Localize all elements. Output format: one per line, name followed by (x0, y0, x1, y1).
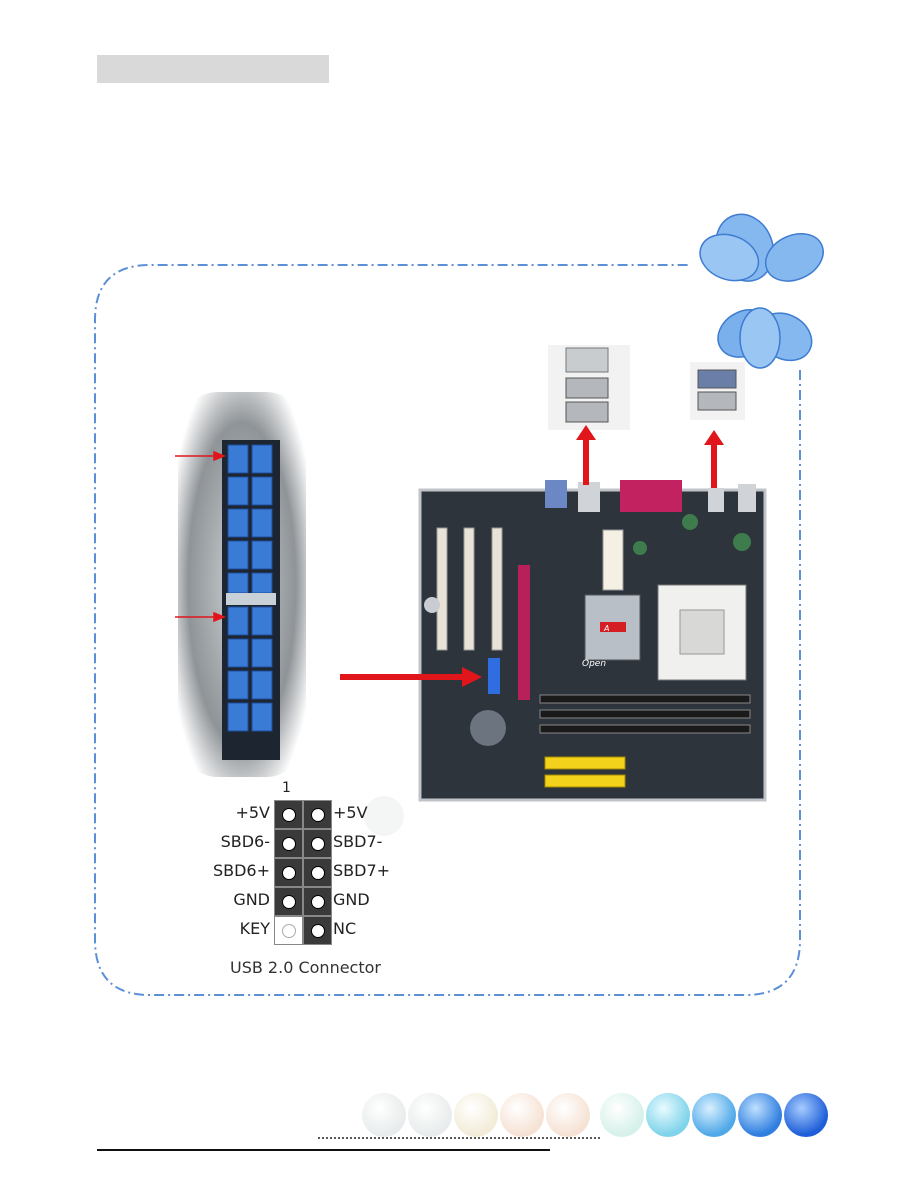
pin-dot-icon (282, 924, 296, 938)
pin-left-label: GND (233, 890, 270, 909)
pin-left-label: SBD6- (220, 832, 270, 851)
pin-cell (274, 858, 303, 887)
pin-cell (274, 829, 303, 858)
pin-dot-icon (282, 837, 296, 851)
rear-usb-port-photo-right (690, 362, 745, 420)
pin-right-label: SBD7+ (333, 861, 391, 880)
usb-header-closeup (178, 392, 306, 777)
rear-usb-port-photo-left (548, 345, 630, 430)
pin-dot-icon (311, 808, 325, 822)
decorative-orb-row (364, 796, 404, 836)
pin-cell (303, 858, 332, 887)
pin-cell-key (274, 916, 303, 945)
pin-left-label: +5V (235, 803, 270, 822)
pin-dot-icon (282, 895, 296, 909)
pin-dot-icon (311, 895, 325, 909)
usb-pinout-diagram: 1 +5V +5V SBD6- SBD7- SBD6+ SBD7+ GND GN… (200, 780, 440, 1000)
pin-cell (274, 800, 303, 829)
pin-cell (303, 829, 332, 858)
pin-dot-icon (311, 924, 325, 938)
pin-cell (303, 916, 332, 945)
pin-dot-icon (311, 837, 325, 851)
pin-right-label: GND (333, 890, 370, 909)
pin-dot-icon (282, 808, 296, 822)
pin-cell (303, 887, 332, 916)
pin-right-label: NC (333, 919, 357, 938)
svg-text:A: A (603, 624, 609, 633)
pin-cell (274, 887, 303, 916)
pin-dot-icon (311, 866, 325, 880)
pin-cell (303, 800, 332, 829)
pin-left-label: KEY (239, 919, 270, 938)
motherboard-photo: A Open (418, 480, 767, 802)
usb-location-arrows (340, 425, 724, 687)
section-title-bar (97, 55, 329, 83)
pin-one-label: 1 (282, 780, 291, 796)
pinout-caption: USB 2.0 Connector (230, 958, 381, 977)
pin1-pointer-arrows (175, 450, 227, 623)
pin-dot-icon (282, 866, 296, 880)
pin-left-label: SBD6+ (212, 861, 270, 880)
pin-right-label: +5V (333, 803, 368, 822)
footer-decoration (97, 1093, 828, 1151)
flower-logo-icon (699, 213, 824, 369)
pin-right-label: SBD7- (333, 832, 383, 851)
brand-label: Open (582, 659, 606, 669)
